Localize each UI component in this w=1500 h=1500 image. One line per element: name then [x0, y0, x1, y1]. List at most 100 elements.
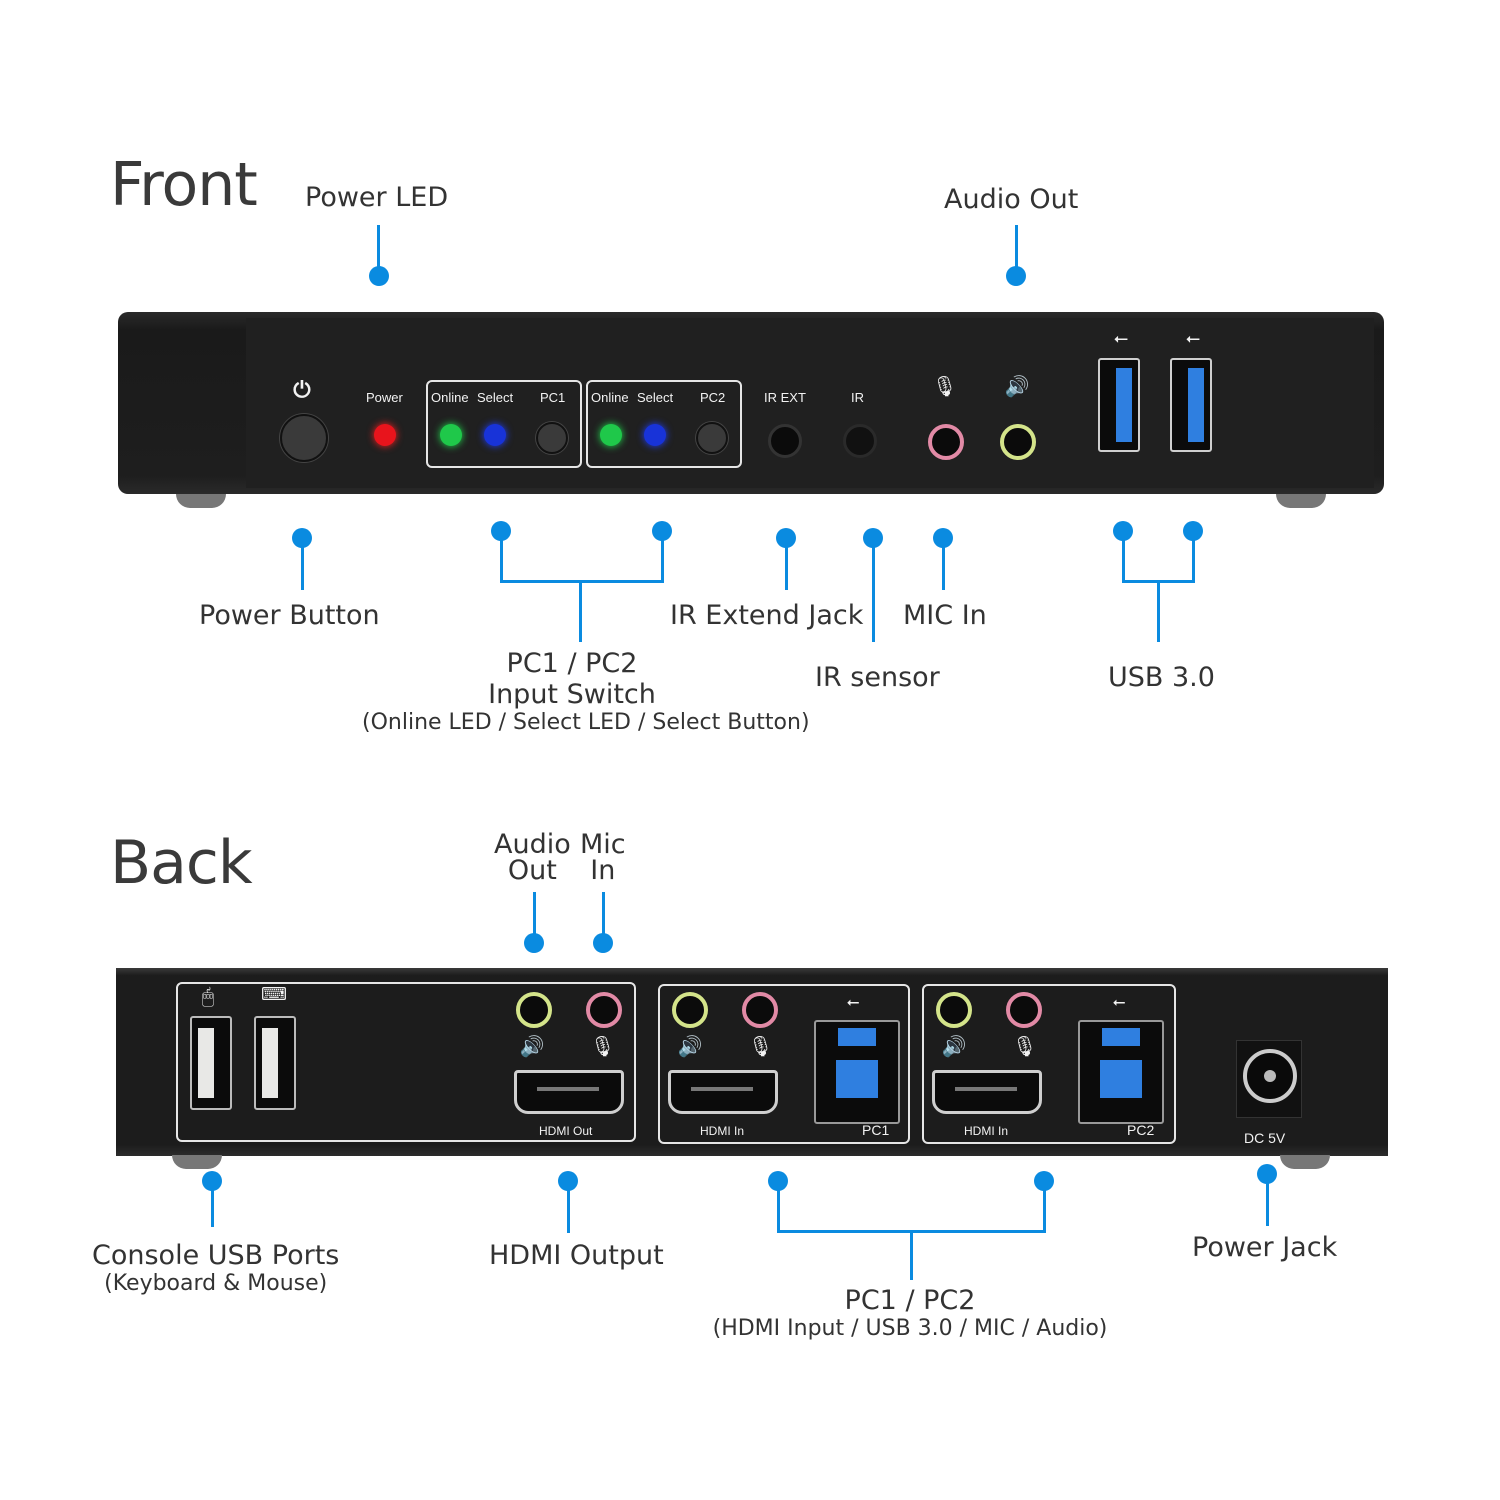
- leader-line: [533, 892, 536, 942]
- ir-ext-label: IR EXT: [764, 390, 806, 405]
- pc1-usb3-b-port[interactable]: [814, 1020, 900, 1124]
- console-usb-mouse-port[interactable]: [190, 1016, 232, 1110]
- pc1-mic-jack[interactable]: [742, 992, 778, 1028]
- mouse-icon: 🖱: [202, 984, 214, 1008]
- pc2-audio-jack[interactable]: [936, 992, 972, 1028]
- pc2-select-led: [644, 424, 666, 446]
- usb-b-top: [838, 1028, 876, 1046]
- audio-out-line2: Out: [507, 855, 557, 886]
- power-button[interactable]: [280, 414, 328, 462]
- pc1-label: PC1: [862, 1122, 890, 1138]
- callout-pc-inputs: PC1 / PC2 (HDMI Input / USB 3.0 / MIC / …: [700, 1285, 1120, 1341]
- online-label: Online: [431, 390, 469, 405]
- callout-back-audio-out: Audio Out: [494, 829, 571, 886]
- leader-line: [661, 531, 664, 581]
- audio-out-line1: Audio: [494, 829, 571, 860]
- pc2-input-group: [922, 984, 1176, 1144]
- pc1-select-led: [484, 424, 506, 446]
- speaker-icon: 🔊: [677, 1034, 703, 1058]
- device-foot: [176, 494, 226, 508]
- hdmi-in-label: HDMI In: [964, 1124, 1009, 1138]
- back-audio-out-jack[interactable]: [516, 992, 552, 1028]
- back-mic-in-jack[interactable]: [586, 992, 622, 1028]
- callout-power-jack: Power Jack: [1192, 1232, 1338, 1263]
- hdmi-in-label: HDMI In: [700, 1124, 745, 1138]
- usb-b-mid: [1100, 1060, 1142, 1098]
- front-usb3-port-1[interactable]: [1098, 358, 1140, 452]
- power-led: [374, 424, 396, 446]
- leader-line: [1157, 580, 1160, 642]
- ir-extend-jack[interactable]: [768, 424, 802, 458]
- back-title: Back: [110, 828, 253, 898]
- device-foot: [1276, 494, 1326, 508]
- leader-line: [1192, 531, 1195, 581]
- callout-dot: [524, 933, 544, 953]
- pc1-switch-group: [426, 380, 582, 468]
- select-label: Select: [637, 390, 674, 405]
- dc-label: DC 5V: [1244, 1130, 1286, 1146]
- input-switch-sub: (Online LED / Select LED / Select Button…: [362, 710, 810, 736]
- front-audio-jack[interactable]: [1000, 424, 1036, 460]
- mic-in-line1: Mic: [580, 829, 626, 860]
- usb-tongue: [198, 1028, 214, 1098]
- speaker-icon: 🔊: [941, 1034, 967, 1058]
- input-switch-line2: Input Switch: [488, 679, 656, 711]
- pc1-audio-jack[interactable]: [672, 992, 708, 1028]
- leader-line: [377, 225, 380, 275]
- microphone-icon: 🎙: [748, 1034, 774, 1058]
- usb-icon: ⭠: [846, 992, 860, 1011]
- console-usb-title: Console USB Ports: [92, 1240, 340, 1271]
- dc-power-jack[interactable]: [1243, 1049, 1297, 1103]
- device-foot: [1280, 1155, 1330, 1169]
- hdmi-pins: [691, 1087, 753, 1091]
- leader-line: [301, 538, 304, 590]
- dc-jack-housing: [1236, 1040, 1302, 1118]
- pc1-online-led: [440, 424, 462, 446]
- speaker-icon: 🔊: [519, 1034, 545, 1058]
- dc-pin: [1264, 1070, 1276, 1082]
- front-usb3-port-2[interactable]: [1170, 358, 1212, 452]
- microphone-icon: 🎙: [590, 1034, 616, 1058]
- console-usb-sub: (Keyboard & Mouse): [104, 1271, 328, 1297]
- usb-icon: ⭠: [1112, 992, 1126, 1011]
- usb-tongue: [262, 1028, 278, 1098]
- pc2-mic-jack[interactable]: [1006, 992, 1042, 1028]
- callout-input-switch: PC1 / PC2 Input Switch (Online LED / Sel…: [362, 648, 810, 736]
- console-group: [176, 982, 636, 1142]
- leader-line: [500, 580, 664, 583]
- leader-line: [785, 538, 788, 590]
- usb-icon: ⭠: [1113, 328, 1129, 349]
- front-mic-jack[interactable]: [928, 424, 964, 460]
- leader-line: [872, 538, 875, 642]
- device-foot: [172, 1155, 222, 1169]
- leader-line: [500, 531, 503, 581]
- pc2-usb3-b-port[interactable]: [1078, 1020, 1164, 1124]
- pc1-hdmi-in-port[interactable]: [668, 1070, 778, 1114]
- pc2-hdmi-in-port[interactable]: [932, 1070, 1042, 1114]
- pc1-select-button[interactable]: [536, 422, 568, 454]
- hdmi-out-port[interactable]: [514, 1070, 624, 1114]
- pc1-input-group: [658, 984, 910, 1144]
- leader-line: [579, 580, 582, 642]
- hdmi-pins: [955, 1087, 1017, 1091]
- callout-ir-sensor: IR sensor: [815, 662, 940, 693]
- callout-power-button: Power Button: [199, 600, 380, 631]
- power-led-label: Power: [366, 390, 403, 405]
- callout-usb3: USB 3.0: [1108, 662, 1215, 693]
- online-label: Online: [591, 390, 629, 405]
- pc2-select-button[interactable]: [696, 422, 728, 454]
- callout-ir-extend-jack: IR Extend Jack: [670, 600, 864, 631]
- ir-sensor: [843, 424, 877, 458]
- usb-icon: ⭠: [1185, 328, 1201, 349]
- usb-b-top: [1102, 1028, 1140, 1046]
- callout-dot: [593, 933, 613, 953]
- mic-in-line2: In: [590, 855, 616, 886]
- usb-b-mid: [836, 1060, 878, 1098]
- leader-line: [567, 1181, 570, 1233]
- hdmi-pins: [537, 1087, 599, 1091]
- hdmi-out-label: HDMI Out: [539, 1124, 593, 1138]
- console-usb-keyboard-port[interactable]: [254, 1016, 296, 1110]
- leader-line: [1043, 1181, 1046, 1231]
- pc1-label: PC1: [540, 390, 566, 405]
- callout-console-usb: Console USB Ports (Keyboard & Mouse): [92, 1240, 339, 1296]
